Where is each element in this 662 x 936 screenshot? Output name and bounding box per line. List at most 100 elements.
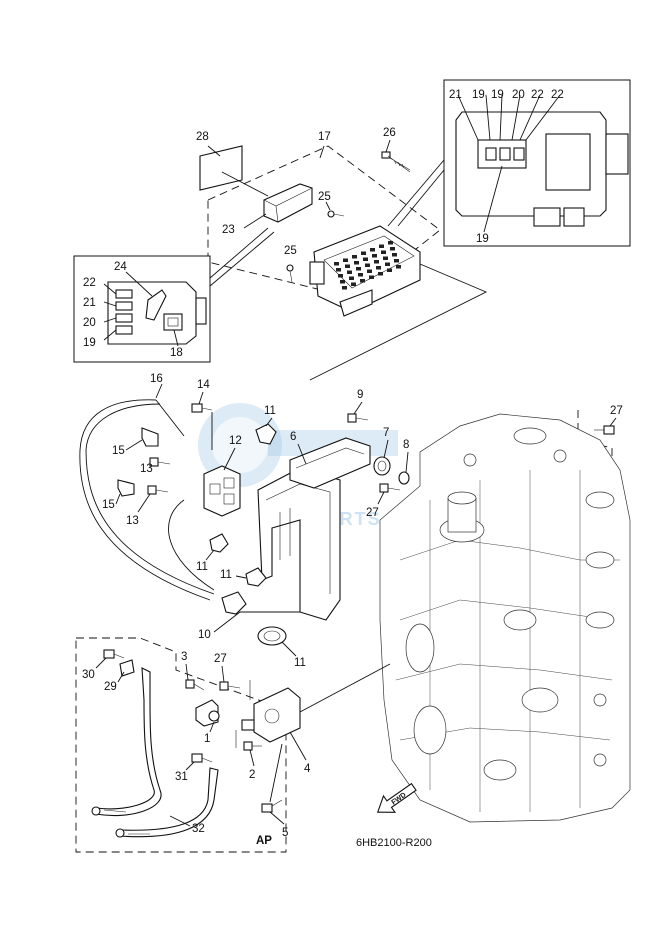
screw-25-upper xyxy=(327,210,345,218)
callout-31: 31 xyxy=(175,771,188,783)
callout-5: 5 xyxy=(282,827,288,839)
callout-14: 14 xyxy=(197,379,210,391)
ecu-fin xyxy=(343,258,348,262)
ecu-fin xyxy=(367,269,372,273)
mounting-bracket xyxy=(257,467,341,621)
callout-29: 29 xyxy=(104,681,117,693)
wire-harness-16 xyxy=(79,399,215,601)
callout-12: 12 xyxy=(229,435,242,447)
ecu-fin xyxy=(370,248,375,252)
callout-15-lower: 15 xyxy=(102,499,115,511)
callout-19-inset-b: 19 xyxy=(491,89,504,101)
callout-20-left: 20 xyxy=(83,317,96,329)
callout-16: 16 xyxy=(150,373,163,385)
switch-4 xyxy=(241,687,301,743)
bolt-2 xyxy=(243,741,262,751)
ecu-fin xyxy=(374,260,379,264)
ecu-fin xyxy=(352,255,357,259)
callout-17: 17 xyxy=(318,131,331,143)
callout-21-inset: 21 xyxy=(449,89,462,101)
clamp-11-a xyxy=(255,423,277,445)
clamp-11-d xyxy=(257,626,287,646)
collar-8 xyxy=(398,471,410,485)
ecu-fin xyxy=(351,282,356,286)
callout-8: 8 xyxy=(403,439,409,451)
callout-25-lower: 25 xyxy=(284,245,297,257)
callout-1: 1 xyxy=(204,733,210,745)
callout-26: 26 xyxy=(383,127,396,139)
callout-19-inset-a: 19 xyxy=(472,89,485,101)
callout-20-inset: 20 xyxy=(512,89,525,101)
ecu-fin xyxy=(336,268,341,272)
bolt-27-lower xyxy=(219,681,241,691)
ecu-fin xyxy=(349,276,354,280)
callout-18: 18 xyxy=(170,347,183,359)
washer-29 xyxy=(119,659,135,677)
engine-block xyxy=(379,413,631,823)
callout-30: 30 xyxy=(82,669,95,681)
cable-32 xyxy=(91,667,219,838)
bolt-30 xyxy=(103,649,125,659)
drawing-code: 6HB2100-R200 xyxy=(356,837,432,849)
ecu-fin xyxy=(363,257,368,261)
ecu-fin xyxy=(376,266,381,270)
ecu-fin xyxy=(360,279,365,283)
callout-13-lower: 13 xyxy=(126,515,139,527)
relay-12 xyxy=(203,465,241,517)
callout-10: 10 xyxy=(198,629,211,641)
ecu-fin xyxy=(365,263,370,267)
callout-24: 24 xyxy=(114,261,127,273)
ecu-fin xyxy=(342,286,347,290)
ecu-fin xyxy=(372,254,377,258)
callout-22-left: 22 xyxy=(83,277,96,289)
clamp-15-upper xyxy=(141,427,159,447)
callout-7: 7 xyxy=(383,427,389,439)
clamp-10 xyxy=(221,591,247,615)
callout-15-upper: 15 xyxy=(112,445,125,457)
ap-group-boundary xyxy=(75,637,287,853)
callout-11-a: 11 xyxy=(264,405,276,417)
callout-13-upper: 13 xyxy=(140,463,153,475)
ecu-fin xyxy=(361,251,366,255)
bolt-27-middle xyxy=(379,483,401,493)
callout-23: 23 xyxy=(222,224,235,236)
ecu-fin xyxy=(396,265,401,269)
harness-connector-6 xyxy=(289,437,371,489)
screw-26 xyxy=(381,151,411,173)
fwd-label: FWD xyxy=(391,792,408,807)
callout-4: 4 xyxy=(304,763,311,775)
callout-6: 6 xyxy=(290,431,296,443)
ecu-fin xyxy=(394,259,399,263)
grommet-7 xyxy=(373,456,391,476)
ecu-fin xyxy=(385,262,390,266)
clamp-11-b xyxy=(209,533,229,553)
callout-21-left: 21 xyxy=(83,297,96,309)
ecu-fin xyxy=(334,262,339,266)
ecu-fin xyxy=(345,264,350,268)
callout-28: 28 xyxy=(196,131,209,143)
ecu-fin xyxy=(340,280,345,284)
ecu-fin xyxy=(354,261,359,265)
ap-label: AP xyxy=(256,835,272,847)
bracket-1 xyxy=(195,699,220,727)
label-sticker-28 xyxy=(199,145,243,191)
bolt-27-right xyxy=(594,425,615,435)
ecu-unit xyxy=(309,225,421,317)
bolt-9 xyxy=(347,413,369,423)
screw-25-lower xyxy=(286,264,294,283)
callout-3: 3 xyxy=(181,651,187,663)
callout-2: 2 xyxy=(249,769,255,781)
ecu-fin xyxy=(358,273,363,277)
ecu-fin xyxy=(388,241,393,245)
bolt-14 xyxy=(191,403,213,413)
ecu-heatsink-grid xyxy=(334,241,401,290)
ecu-fin xyxy=(381,250,386,254)
bolt-31 xyxy=(191,753,213,763)
ecu-detail-inset xyxy=(443,79,631,247)
clamp-11-c xyxy=(245,567,267,587)
fuse-box-inset xyxy=(73,255,211,363)
bolt-3 xyxy=(185,679,205,691)
callout-32: 32 xyxy=(192,823,205,835)
bolt-13-lower xyxy=(147,485,169,495)
